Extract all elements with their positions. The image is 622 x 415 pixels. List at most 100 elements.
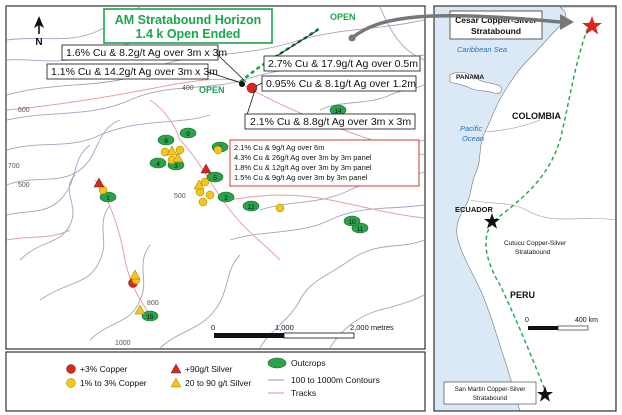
cutucu-label-2: Stratabound bbox=[515, 249, 551, 256]
svg-text:10: 10 bbox=[348, 219, 356, 226]
panel-results-box: 2.1% Cu & 9g/t Ag over 6m 4.3% Cu & 26g/… bbox=[229, 139, 420, 187]
scale-end: 2,000 metres bbox=[350, 323, 394, 332]
contour-label: 700 bbox=[8, 163, 20, 170]
stratabound-trend-line bbox=[485, 21, 591, 391]
contour-label: 500 bbox=[174, 193, 186, 200]
caribbean-label: Caribbean Sea bbox=[457, 45, 507, 54]
svg-text:Cesar Copper-Silver: Cesar Copper-Silver bbox=[455, 15, 537, 25]
svg-text:400 km: 400 km bbox=[575, 317, 598, 324]
legend-silver-low-symbol bbox=[170, 377, 182, 388]
svg-text:San Martin Copper-Silver: San Martin Copper-Silver bbox=[455, 386, 526, 393]
svg-text:9: 9 bbox=[164, 138, 168, 145]
contour-label: 600 bbox=[18, 107, 30, 114]
svg-text:Stratabound: Stratabound bbox=[473, 395, 508, 402]
callout-text: 0.95% Cu & 8.1g/t Ag over 1.2m bbox=[266, 78, 416, 90]
land-mass bbox=[456, 7, 615, 410]
legend-label: 100 to 1000m Contours bbox=[291, 375, 380, 385]
sanmartin-callout: San Martin Copper-Silver Stratabound bbox=[443, 381, 537, 405]
inset-map: Cesar Copper-Silver Stratabound Caribbea… bbox=[433, 5, 617, 412]
copper-low-marker bbox=[175, 145, 185, 155]
legend-label: +3% Copper bbox=[80, 364, 128, 374]
svg-text:9: 9 bbox=[186, 131, 190, 138]
horizon-title: AM Stratabound Horizon 1.4 k Open Ended bbox=[103, 8, 273, 44]
pacific-label: Pacific bbox=[460, 124, 482, 133]
sample-point-marker bbox=[239, 81, 245, 87]
cesar-star-icon bbox=[582, 16, 602, 35]
contour-label: 800 bbox=[147, 300, 159, 307]
callout-text: 2.7% Cu & 17.9g/t Ag over 0.5m bbox=[268, 58, 418, 70]
svg-text:1: 1 bbox=[106, 195, 110, 202]
silver-high-marker bbox=[200, 163, 212, 174]
panama-isthmus bbox=[449, 71, 502, 94]
svg-text:4: 4 bbox=[156, 161, 160, 168]
copper-high-marker bbox=[246, 82, 258, 94]
silver-low-marker bbox=[166, 145, 178, 156]
silver-high-marker bbox=[93, 177, 105, 188]
copper-low-marker bbox=[205, 190, 215, 200]
svg-text:15: 15 bbox=[146, 314, 154, 321]
copper-low-marker bbox=[213, 145, 223, 155]
silver-samples bbox=[93, 145, 212, 315]
legend-label: Outcrops bbox=[291, 358, 326, 368]
inset-scale-bar: 0 400 km bbox=[525, 317, 598, 331]
outcrop-marker: 10 bbox=[343, 215, 361, 227]
svg-text:14: 14 bbox=[334, 108, 342, 115]
legend-outcrop-symbol bbox=[267, 357, 287, 369]
panel-line: 1.5% Cu & 9g/t Ag over 3m by 3m panel bbox=[234, 173, 368, 182]
north-label: N bbox=[35, 37, 42, 48]
contour-label: 400 bbox=[182, 85, 194, 92]
main-map: 400 600 700 500 500 800 1000 9 9 8 6 4 3… bbox=[5, 5, 426, 350]
contour-labels: 400 600 700 500 500 800 1000 bbox=[8, 85, 194, 347]
copper-low-marker bbox=[200, 177, 210, 187]
open-label-south: OPEN bbox=[199, 85, 225, 95]
title-line-1: AM Stratabound Horizon bbox=[115, 13, 262, 27]
callout-text: 1.6% Cu & 8.2g/t Ag over 3m x 3m bbox=[66, 47, 227, 59]
silver-low-marker bbox=[193, 179, 205, 190]
open-label-north: OPEN bbox=[330, 12, 356, 22]
outcrop-marker: 1 bbox=[99, 191, 117, 203]
legend-label: Tracks bbox=[291, 388, 316, 398]
title-line-2: 1.4 k Open Ended bbox=[136, 27, 241, 41]
svg-text:5: 5 bbox=[213, 175, 217, 182]
outcrop-marker: 2 bbox=[217, 191, 235, 203]
svg-text:3: 3 bbox=[174, 163, 178, 170]
panama-label: PANAMA bbox=[456, 74, 484, 81]
contour-label: 1000 bbox=[115, 340, 131, 347]
copper-low-marker bbox=[275, 203, 285, 213]
copper-low-marker bbox=[198, 197, 208, 207]
legend-silver-high-symbol bbox=[170, 363, 182, 374]
ocean-label: Ocean bbox=[462, 134, 484, 143]
country-borders bbox=[469, 119, 615, 221]
scale-bar: 0 1,000 2,000 metres bbox=[211, 323, 394, 339]
svg-text:12: 12 bbox=[247, 204, 255, 211]
silver-low-marker bbox=[134, 304, 146, 315]
sanmartin-star-icon bbox=[537, 386, 553, 402]
outcrop-marker: 14 bbox=[329, 104, 347, 116]
contour-label: 500 bbox=[18, 182, 30, 189]
legend-label: +90g/t Silver bbox=[185, 364, 233, 374]
legend-copper-low-symbol bbox=[66, 378, 76, 388]
panel-line: 1.8% Cu & 12g/t Ag over 3m by 3m panel bbox=[234, 163, 372, 172]
callout-text: 1.1% Cu & 14.2g/t Ag over 3m x 3m bbox=[51, 66, 218, 78]
legend: +3% Copper 1% to 3% Copper +90g/t Silver… bbox=[5, 351, 426, 412]
outcrop-marker: 15 bbox=[141, 310, 159, 322]
peru-label: PERU bbox=[510, 290, 535, 300]
outcrop-marker: 12 bbox=[242, 200, 260, 212]
silver-low-marker bbox=[129, 269, 141, 280]
ecuador-label: ECUADOR bbox=[455, 205, 494, 214]
cutucu-star-icon bbox=[484, 213, 500, 229]
cutucu-label: Cutucu Copper-Silver bbox=[504, 240, 567, 247]
panel-line: 4.3% Cu & 26g/t Ag over 3m by 3m panel bbox=[234, 153, 372, 162]
north-arrow: N bbox=[34, 16, 44, 48]
contour-lines bbox=[7, 7, 424, 348]
silver-low-marker bbox=[172, 152, 184, 163]
scale-zero: 0 bbox=[211, 323, 215, 332]
outcrop-marker: 9 bbox=[179, 127, 197, 139]
callout-text: 2.1% Cu & 8.8g/t Ag over 3m x 3m bbox=[250, 116, 411, 128]
svg-text:0: 0 bbox=[525, 317, 529, 324]
legend-label: 20 to 90 g/t Silver bbox=[185, 378, 251, 388]
colombia-label: COLOMBIA bbox=[512, 111, 561, 121]
svg-text:11: 11 bbox=[357, 226, 364, 233]
outcrop-marker: 5 bbox=[206, 171, 224, 183]
